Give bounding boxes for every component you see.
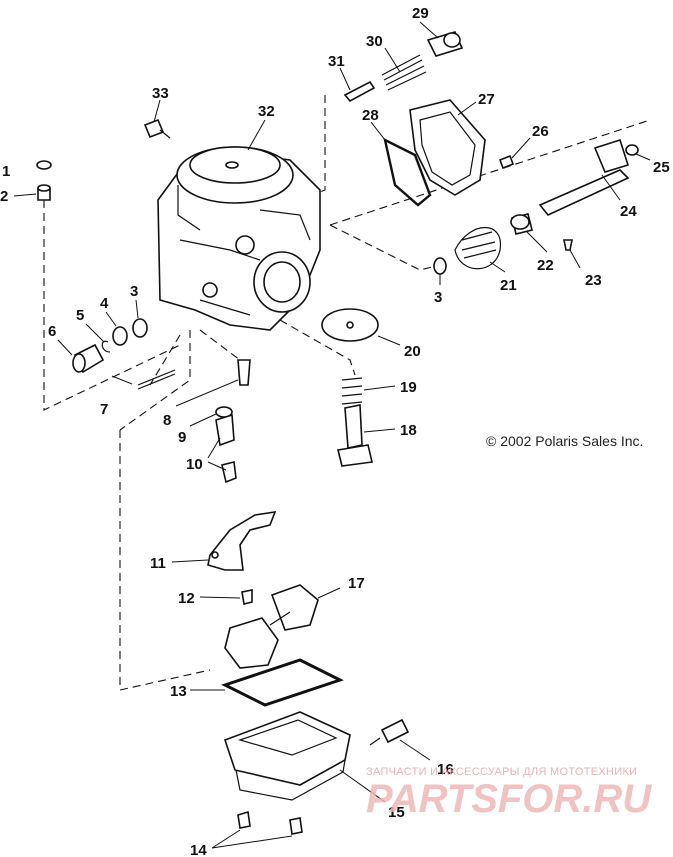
label-21: 21 — [500, 277, 517, 294]
part-14-screws — [237, 810, 303, 835]
part-8-9-10-jets — [215, 359, 251, 484]
label-19: 19 — [400, 379, 417, 396]
label-15: 15 — [388, 804, 405, 821]
callout-leaders — [13, 21, 651, 849]
label-9: 9 — [178, 429, 186, 446]
label-20: 20 — [404, 343, 421, 360]
label-32: 32 — [258, 103, 275, 120]
copyright-text: © 2002 Polaris Sales Inc. — [486, 433, 643, 449]
part-18-19-20-needle-spring-diaphragm — [321, 308, 379, 467]
label-1: 1 — [2, 163, 10, 180]
callout-labels: 1 2 3 3 4 5 6 7 8 9 10 11 12 13 14 15 16… — [0, 5, 670, 857]
label-10: 10 — [186, 456, 203, 473]
label-5: 5 — [76, 307, 84, 324]
label-17: 17 — [348, 575, 365, 592]
label-24: 24 — [620, 203, 637, 220]
label-12: 12 — [178, 590, 195, 607]
label-33: 33 — [152, 85, 169, 102]
label-3: 3 — [130, 283, 138, 300]
label-27: 27 — [478, 91, 495, 108]
label-14: 14 — [190, 842, 207, 857]
label-8: 8 — [163, 412, 171, 429]
label-13: 13 — [170, 683, 187, 700]
part-11-12-bracket-screw — [207, 511, 277, 605]
watermark-caption: ЗАПЧАСТИ И АКСЕССУАРЫ ДЛЯ МОТОТЕХНИКИ — [366, 766, 637, 778]
label-2: 2 — [0, 188, 8, 205]
part-21-22-23 — [433, 213, 573, 275]
part-26-27-28-cover-gasket — [383, 99, 515, 207]
carburetor-body — [157, 146, 321, 331]
label-29: 29 — [412, 5, 429, 22]
guide-lines — [43, 95, 651, 691]
watermark-brand: PARTSFOR.RU — [366, 777, 652, 821]
part-33-screw — [143, 118, 171, 139]
label-28: 28 — [362, 107, 379, 124]
part-1-2-cap-nut — [36, 160, 52, 201]
part-3-4-5-6-small-parts — [72, 318, 148, 374]
part-13-gasket — [221, 658, 344, 707]
part-29-30-31 — [343, 31, 464, 103]
part-17-float — [224, 584, 319, 669]
label-6: 6 — [48, 323, 56, 340]
label-4: 4 — [100, 295, 109, 312]
label-31: 31 — [328, 53, 345, 70]
watermark: ЗАПЧАСТИ И АКСЕССУАРЫ ДЛЯ МОТОТЕХНИКИ PA… — [366, 766, 652, 821]
label-26: 26 — [532, 123, 549, 140]
label-25: 25 — [653, 159, 670, 176]
label-18: 18 — [400, 422, 417, 439]
label-3-second: 3 — [434, 289, 442, 306]
label-23: 23 — [585, 272, 602, 289]
label-16: 16 — [437, 761, 454, 778]
label-11: 11 — [150, 555, 166, 572]
part-15-float-bowl — [223, 711, 410, 801]
label-22: 22 — [537, 257, 554, 274]
label-7: 7 — [100, 401, 108, 418]
label-30: 30 — [366, 33, 383, 50]
part-7-pin — [137, 369, 176, 390]
